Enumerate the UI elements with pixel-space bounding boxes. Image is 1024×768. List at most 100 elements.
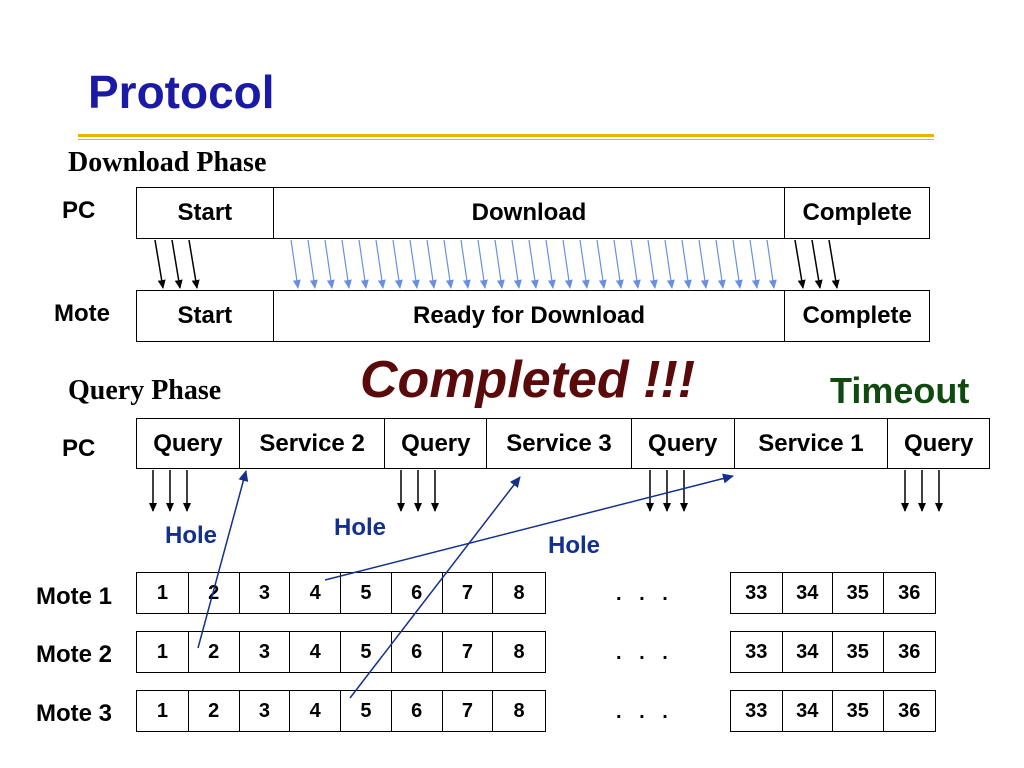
handshake-arrow <box>171 239 183 289</box>
download-mote-label: Mote <box>54 300 110 327</box>
download-mote-ready: Ready for Download <box>272 291 785 341</box>
mote-1-packets-tail: 33 34 35 36 <box>730 572 936 614</box>
packet-cell: 7 <box>441 691 493 731</box>
packet-cell: 1 <box>156 581 168 604</box>
hole-request-line <box>324 473 734 581</box>
data-packet-arrow <box>375 239 386 289</box>
service-1-cell: Service 1 <box>733 419 888 468</box>
packet-cell: 36 <box>882 632 935 672</box>
packet-cell: 33 <box>745 699 768 722</box>
packet-cell: 3 <box>238 691 290 731</box>
ellipsis: . . . <box>616 642 674 664</box>
ellipsis: . . . <box>616 701 674 723</box>
mote-2-label: Mote 2 <box>36 641 113 668</box>
download-pc-complete: Complete <box>784 188 929 238</box>
handshake-arrow <box>154 239 166 289</box>
packet-cell: 6 <box>390 691 442 731</box>
packet-cell: 4 <box>289 573 340 613</box>
download-pc-download: Download <box>272 188 785 238</box>
data-packet-arrow <box>766 239 777 289</box>
query-phase-heading: Query Phase <box>68 375 222 406</box>
data-packet-arrow <box>698 239 709 289</box>
packet-cell: 1 <box>156 640 168 663</box>
query-cell: Query <box>887 419 989 468</box>
download-mote-bar: Start Ready for Download Complete <box>136 290 930 342</box>
packet-cell: 6 <box>390 632 442 672</box>
query-cell: Query <box>630 419 734 468</box>
data-packet-arrow <box>579 239 590 289</box>
handshake-arrow <box>828 239 840 289</box>
packet-cell: 34 <box>781 632 833 672</box>
hole-request-line <box>349 476 521 699</box>
data-packet-arrow <box>647 239 658 289</box>
packet-cell: 2 <box>187 632 239 672</box>
packet-cell: 8 <box>492 691 545 731</box>
packet-cell: 5 <box>340 573 391 613</box>
handshake-arrow <box>811 239 823 289</box>
data-packet-arrow <box>545 239 556 289</box>
service-2-cell: Service 2 <box>238 419 385 468</box>
data-packet-arrow <box>307 239 318 289</box>
data-packet-arrow <box>630 239 641 289</box>
data-packet-arrow <box>358 239 369 289</box>
hole-label: Hole <box>548 532 601 559</box>
download-mote-complete: Complete <box>784 291 929 341</box>
mote-1-label: Mote 1 <box>36 583 113 610</box>
data-packet-arrow <box>613 239 624 289</box>
data-packet-arrow <box>511 239 522 289</box>
packet-cell: 7 <box>441 632 493 672</box>
download-mote-start: Start <box>177 302 233 329</box>
data-packet-arrow <box>715 239 726 289</box>
handshake-arrow <box>794 239 806 289</box>
completed-banner: Completed !!! <box>360 351 696 409</box>
packet-cell: 35 <box>832 573 883 613</box>
packet-cell: 8 <box>492 632 545 672</box>
title-divider <box>78 134 934 137</box>
packet-cell: 7 <box>441 573 493 613</box>
mote-2-packets-tail: 33 34 35 36 <box>730 631 936 673</box>
packet-cell: 1 <box>156 699 168 722</box>
ellipsis: . . . <box>616 583 674 605</box>
download-pc-label: PC <box>62 197 96 224</box>
mote-1-packets: 1 2 3 4 5 6 7 8 <box>136 572 546 614</box>
mote-2-packets: 1 2 3 4 5 6 7 8 <box>136 631 546 673</box>
packet-cell: 5 <box>340 691 391 731</box>
hole-request-lines <box>197 470 734 699</box>
data-packet-arrow <box>426 239 437 289</box>
data-packet-arrow <box>749 239 760 289</box>
packet-cell: 2 <box>187 691 239 731</box>
packet-cell: 33 <box>745 640 768 663</box>
data-packet-arrow <box>494 239 505 289</box>
mote-3-label: Mote 3 <box>36 700 113 727</box>
data-packet-arrow <box>324 239 335 289</box>
query-cell: Query <box>384 419 486 468</box>
data-packet-arrow <box>681 239 692 289</box>
data-packet-arrow <box>477 239 488 289</box>
mote-3-packets: 1 2 3 4 5 6 7 8 <box>136 690 546 732</box>
packet-cell: 36 <box>882 691 935 731</box>
packet-cell: 35 <box>832 691 883 731</box>
packet-cell: 34 <box>781 573 833 613</box>
data-packet-arrow <box>290 239 301 289</box>
page-title: Protocol <box>88 66 275 118</box>
download-phase-heading: Download Phase <box>68 147 267 178</box>
hole-label: Hole <box>165 522 218 549</box>
packet-cell: 6 <box>390 573 442 613</box>
query-cell: Query <box>153 429 223 457</box>
data-packet-arrow <box>443 239 454 289</box>
complete-handshake-arrows <box>794 239 840 289</box>
packet-cell: 8 <box>492 573 545 613</box>
data-packet-arrow <box>732 239 743 289</box>
packet-cell: 33 <box>745 581 768 604</box>
handshake-arrow <box>188 239 200 289</box>
download-pc-bar: Start Download Complete <box>136 187 930 239</box>
service-3-cell: Service 3 <box>486 419 631 468</box>
data-packet-arrow <box>562 239 573 289</box>
data-packet-arrow <box>596 239 607 289</box>
data-packet-arrow <box>528 239 539 289</box>
query-pc-label: PC <box>62 435 96 462</box>
data-packet-arrow <box>664 239 675 289</box>
packet-cell: 35 <box>832 632 883 672</box>
packet-cell: 4 <box>289 691 340 731</box>
